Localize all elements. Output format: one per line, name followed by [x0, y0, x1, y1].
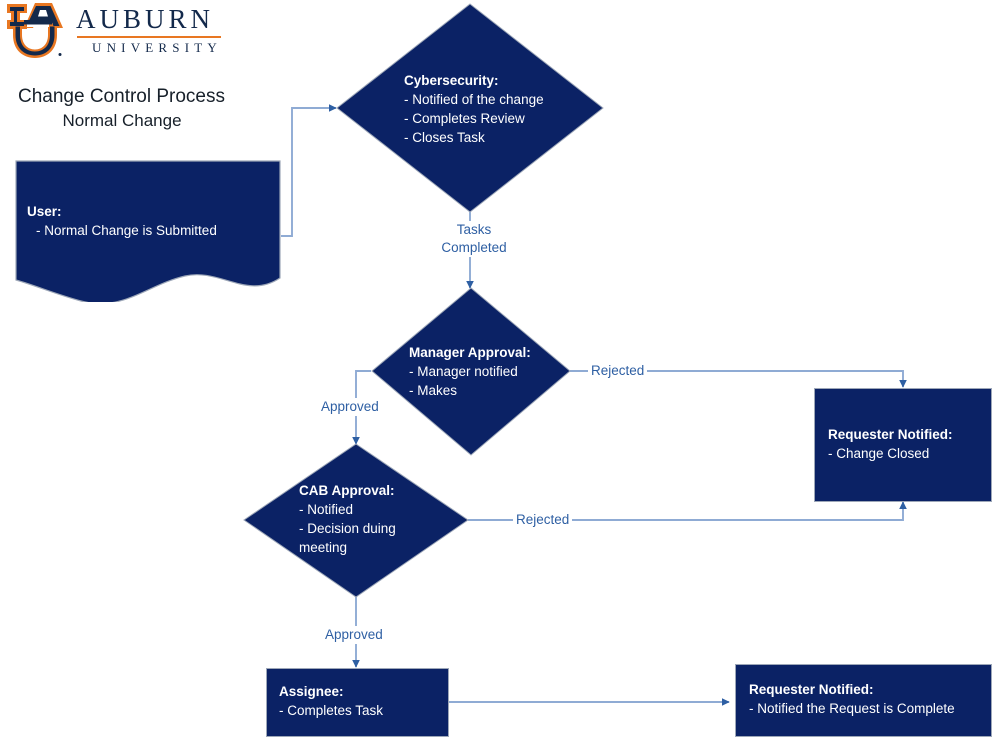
edge-label-cab-approved: Approved [322, 626, 386, 644]
node-user-label: User: - Normal Change is Submitted [27, 202, 217, 240]
node-cybersecurity-label: Cybersecurity: - Notified of the change … [404, 71, 544, 147]
page-title: Change Control Process [18, 86, 225, 107]
node-user-heading: User: [27, 204, 62, 219]
node-user[interactable]: User: - Normal Change is Submitted [15, 160, 281, 302]
node-requester-notified-closed-heading: Requester Notified: [828, 427, 953, 442]
edge-label-tasks-completed-line1: Tasks [456, 222, 492, 237]
node-manager-approval-label: Manager Approval: - Manager notified - M… [409, 343, 531, 400]
wordmark-auburn-text: AUBURN [76, 4, 215, 34]
node-manager-approval-heading: Manager Approval: [409, 345, 531, 360]
wordmark-orange-rule [77, 36, 221, 38]
page-subtitle: Normal Change [62, 111, 182, 130]
auburn-au-interlock-icon [4, 2, 66, 60]
node-assignee-label: Assignee: - Completes Task [279, 682, 383, 720]
node-user-line-0: - Normal Change is Submitted [36, 223, 217, 238]
node-requester-notified-complete-label: Requester Notified: - Notified the Reque… [749, 680, 955, 718]
edge-label-manager-approved: Approved [318, 398, 382, 416]
node-requester-notified-closed[interactable]: Requester Notified: - Change Closed [814, 388, 992, 502]
node-cab-approval-line-2: meeting [299, 540, 348, 555]
node-requester-notified-complete-heading: Requester Notified: [749, 682, 874, 697]
wordmark-university-text: UNIVERSITY [92, 39, 222, 55]
node-manager-approval[interactable]: Manager Approval: - Manager notified - M… [371, 287, 571, 456]
node-cybersecurity-heading: Cybersecurity: [404, 73, 499, 88]
auburn-wordmark: AUBURN UNIVERSITY [76, 4, 234, 56]
node-requester-notified-closed-label: Requester Notified: - Change Closed [828, 425, 953, 463]
node-manager-approval-line-1: - Makes [409, 383, 458, 398]
node-cybersecurity-line-0: - Notified of the change [404, 92, 544, 107]
edge-label-manager-rejected: Rejected [588, 362, 648, 380]
node-assignee-heading: Assignee: [279, 684, 344, 699]
node-cab-approval-line-0: - Notified [299, 502, 354, 517]
node-cab-approval-label: CAB Approval: - Notified - Decision duin… [299, 481, 396, 557]
node-requester-notified-complete[interactable]: Requester Notified: - Notified the Reque… [735, 664, 992, 737]
node-assignee-line-0: - Completes Task [279, 703, 384, 718]
node-requester-notified-complete-line-0: - Notified the Request is Complete [749, 701, 955, 716]
edge-label-tasks-completed-line2: Completed [441, 240, 507, 255]
node-cab-approval[interactable]: CAB Approval: - Notified - Decision duin… [243, 443, 469, 598]
node-cab-approval-line-1: - Decision duing [299, 521, 396, 536]
node-cybersecurity-line-2: - Closes Task [404, 130, 485, 145]
node-cybersecurity-line-1: - Completes Review [404, 111, 525, 126]
node-assignee[interactable]: Assignee: - Completes Task [266, 668, 449, 737]
edge-user-to-cybersecurity [281, 104, 337, 237]
node-requester-notified-closed-line-0: - Change Closed [828, 446, 930, 461]
edge-label-tasks-completed: Tasks Completed [435, 221, 513, 257]
edge-label-cab-rejected: Rejected [513, 511, 573, 529]
node-cab-approval-heading: CAB Approval: [299, 483, 395, 498]
node-manager-approval-line-0: - Manager notified [409, 364, 518, 379]
auburn-university-logo: AUBURN UNIVERSITY [4, 2, 232, 64]
node-cybersecurity[interactable]: Cybersecurity: - Notified of the change … [336, 3, 604, 213]
